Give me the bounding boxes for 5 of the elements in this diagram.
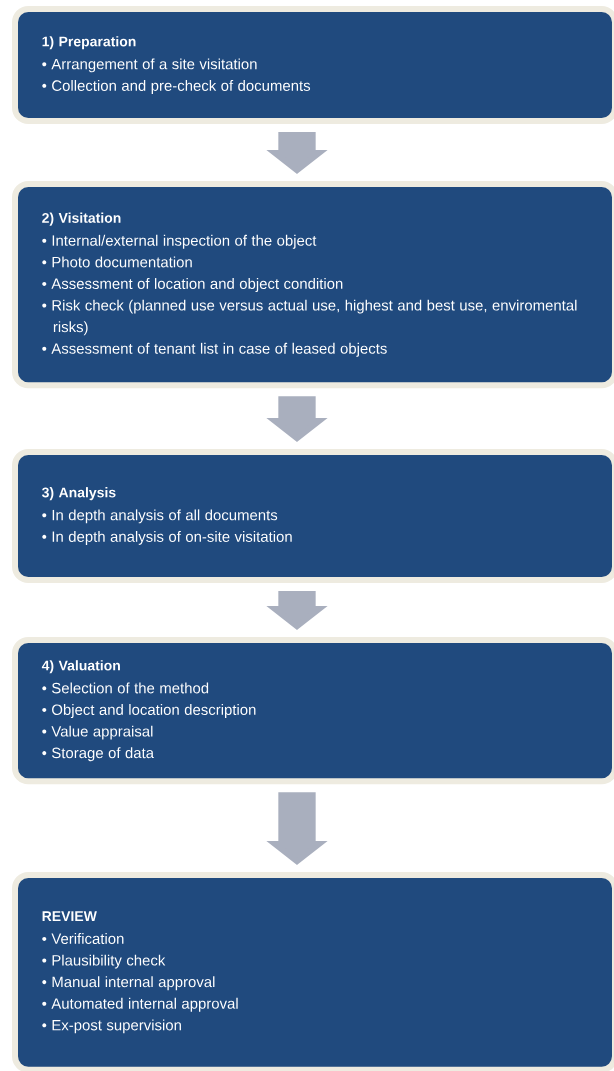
process-box: 2) Visitation • Internal/external inspection of the object • Photo documentation • Assessment of location and object condition • Risk check (planned use versus actual use, highest and best use, enviromental risks) • Assessment of tenant list in case of leased objects <box>12 181 614 389</box>
process-box: 3) Analysis • In depth analysis of all documents • In depth analysis of on-site visitation <box>12 449 614 583</box>
process-box: 4) Valuation • Selection of the method • Object and location description • Value appraisal • Storage of data <box>12 637 614 785</box>
process-box: REVIEW • Verification • Plausibility check • Manual internal approval • Automated internal approval • Ex-post supervision <box>12 872 614 1071</box>
process-box: 1) Preparation • Arrangement of a site visitation • Collection and pre-check of documents <box>12 6 614 124</box>
